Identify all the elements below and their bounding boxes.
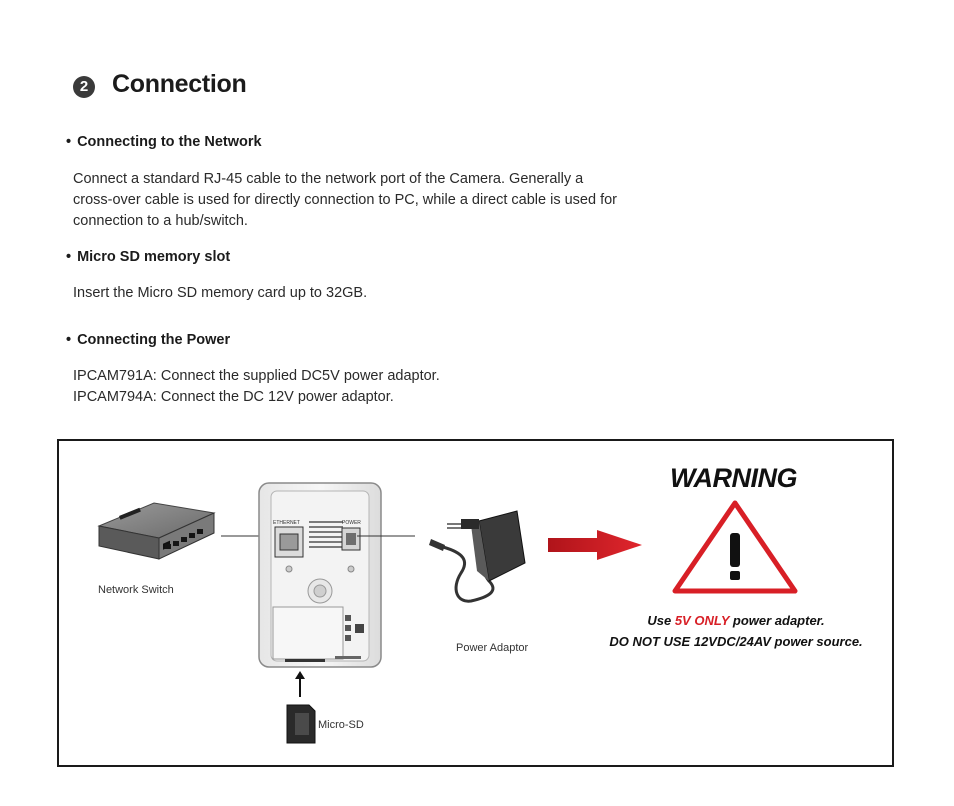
power-adaptor-label: Power Adaptor [456, 642, 529, 654]
page-title: Connection [112, 70, 247, 98]
warning-line-1: Use 5V ONLY power adapter. [647, 613, 825, 628]
bullet-icon: • [66, 249, 72, 265]
micro-sd-label: Micro-SD [318, 719, 364, 731]
warning-line-2: DO NOT USE 12VDC/24AV power source. [609, 634, 863, 649]
camera-back-icon: ETHERNET POWER [258, 482, 382, 668]
network-switch-label: Network Switch [98, 584, 174, 596]
power-port-label: POWER [342, 520, 361, 526]
micro-sd-card-icon [286, 704, 316, 744]
section-text-network: Connect a standard RJ-45 cable to the ne… [73, 171, 617, 229]
connection-diagram: ETHERNET POWER [97, 482, 798, 744]
bullet-icon: • [66, 332, 72, 348]
warning-highlight: 5V ONLY [674, 613, 730, 628]
ethernet-port-label: ETHERNET [273, 520, 300, 526]
section-heading-power: •Connecting the Power [66, 332, 231, 348]
power-adaptor-icon [429, 510, 526, 603]
insert-arrow-icon [295, 671, 305, 697]
warning-title: WARNING [670, 463, 798, 493]
bullet-icon: • [66, 134, 72, 150]
network-switch-icon [97, 502, 216, 560]
warning-triangle-icon [672, 500, 798, 594]
section-text-microsd: Insert the Micro SD memory card up to 32… [73, 285, 368, 301]
section-text-power: IPCAM791A: Connect the supplied DC5V pow… [73, 368, 440, 405]
step-number-badge: 2 [73, 76, 95, 98]
section-heading-microsd: •Micro SD memory slot [66, 249, 231, 265]
warning-arrow-icon [548, 530, 642, 560]
connection-diagram-frame [57, 439, 894, 767]
section-heading-network: •Connecting to the Network [66, 134, 262, 150]
